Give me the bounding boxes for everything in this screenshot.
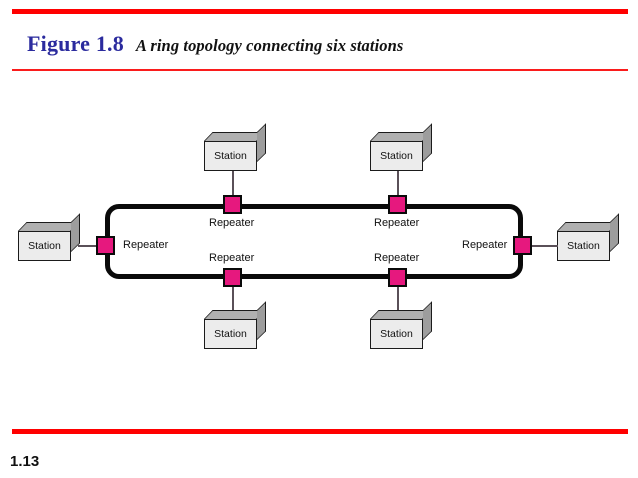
- bottom-accent-rule: [12, 429, 628, 434]
- link-station-left: [78, 245, 106, 247]
- station-top-left[interactable]: Station: [204, 123, 266, 172]
- link-station-top-left: [232, 171, 234, 204]
- station-left[interactable]: Station: [18, 213, 80, 262]
- ring-topology-diagram: Station Repeater Station Repeater Statio…: [0, 100, 638, 390]
- repeater-top-right-label: Repeater: [374, 217, 420, 229]
- station-right[interactable]: Station: [557, 213, 619, 262]
- station-label: Station: [370, 319, 423, 349]
- station-label: Station: [370, 141, 423, 171]
- station-box-side-face: [423, 301, 432, 340]
- station-box-side-face: [423, 123, 432, 162]
- title-underline-rule: [12, 69, 628, 71]
- station-label: Station: [18, 231, 71, 261]
- repeater-bottom-left[interactable]: [223, 268, 242, 287]
- figure-number-label: Figure 1.8: [27, 31, 124, 56]
- station-top-right[interactable]: Station: [370, 123, 432, 172]
- repeater-right-label: Repeater: [462, 239, 508, 251]
- station-label: Station: [204, 319, 257, 349]
- repeater-left[interactable]: [96, 236, 115, 255]
- link-station-top-right: [397, 171, 399, 204]
- top-accent-rule: [12, 9, 628, 14]
- repeater-right[interactable]: [513, 236, 532, 255]
- station-label: Station: [204, 141, 257, 171]
- link-station-bottom-right: [397, 286, 399, 319]
- repeater-left-label: Repeater: [123, 239, 169, 251]
- repeater-top-left-label: Repeater: [209, 217, 255, 229]
- station-box-side-face: [610, 213, 619, 252]
- repeater-top-right[interactable]: [388, 195, 407, 214]
- station-bottom-left[interactable]: Station: [204, 301, 266, 350]
- station-box-side-face: [257, 301, 266, 340]
- figure-title: Figure 1.8 A ring topology connecting si…: [27, 31, 403, 61]
- repeater-bottom-right[interactable]: [388, 268, 407, 287]
- figure-caption-text: A ring topology connecting six stations: [135, 36, 404, 55]
- station-label: Station: [557, 231, 610, 261]
- repeater-top-left[interactable]: [223, 195, 242, 214]
- repeater-bottom-right-label: Repeater: [374, 252, 420, 264]
- link-station-bottom-left: [232, 286, 234, 319]
- link-station-right: [530, 245, 558, 247]
- page-number: 1.13: [10, 453, 40, 470]
- station-bottom-right[interactable]: Station: [370, 301, 432, 350]
- station-box-side-face: [257, 123, 266, 162]
- repeater-bottom-left-label: Repeater: [209, 252, 255, 264]
